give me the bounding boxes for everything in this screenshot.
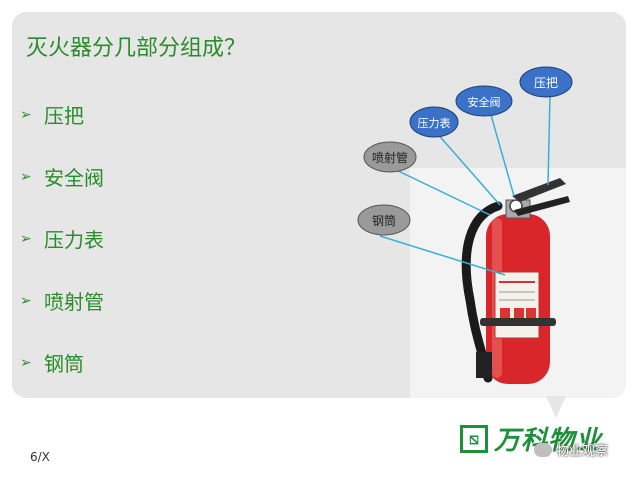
watermark: 物业观察 — [534, 440, 608, 459]
list-item-label: 钢筒 — [44, 352, 84, 376]
slide-title: 灭火器分几部分组成？ — [26, 36, 247, 61]
list-item: ➢ 压力表 — [20, 224, 104, 253]
callout-steel-cylinder — [357, 204, 411, 236]
list-item: ➢ 喷射管 — [20, 286, 104, 315]
list-item-label: 喷射管 — [44, 290, 104, 314]
arrow-bullet-icon: ➢ — [20, 168, 32, 185]
callout-handle — [519, 66, 573, 98]
callout-pressure-gauge-label: 压力表 — [418, 116, 451, 130]
callout-pressure-gauge — [409, 106, 459, 138]
callout-nozzle-hose-label: 喷射管 — [372, 150, 408, 165]
vanke-logo-icon: ⧅ — [460, 424, 488, 453]
wechat-icon — [534, 442, 552, 457]
arrow-bullet-icon: ➢ — [20, 106, 32, 123]
callout-safety-valve-label: 安全阀 — [468, 95, 501, 109]
list-item: ➢ 钢筒 — [20, 348, 84, 377]
arrow-bullet-icon: ➢ — [20, 230, 32, 247]
arrow-bullet-icon: ➢ — [20, 292, 32, 309]
list-item: ➢ 压把 — [20, 100, 84, 129]
page-number: 6/X — [30, 450, 50, 464]
slide-callout-tail — [546, 396, 566, 418]
callout-handle-label: 压把 — [534, 76, 558, 90]
callout-nozzle-hose — [363, 141, 417, 173]
callout-safety-valve — [455, 85, 513, 117]
arrow-bullet-icon: ➢ — [20, 354, 32, 371]
list-item-label: 压力表 — [44, 228, 104, 252]
callout-steel-cylinder-label: 钢筒 — [372, 213, 396, 228]
watermark-text: 物业观察 — [556, 444, 609, 459]
list-item: ➢ 安全阀 — [20, 162, 104, 191]
list-item-label: 安全阀 — [44, 166, 104, 190]
nozzle-icon — [476, 352, 492, 378]
callout-lines — [379, 94, 551, 276]
handle-icon — [512, 178, 566, 202]
list-item-label: 压把 — [44, 104, 84, 128]
